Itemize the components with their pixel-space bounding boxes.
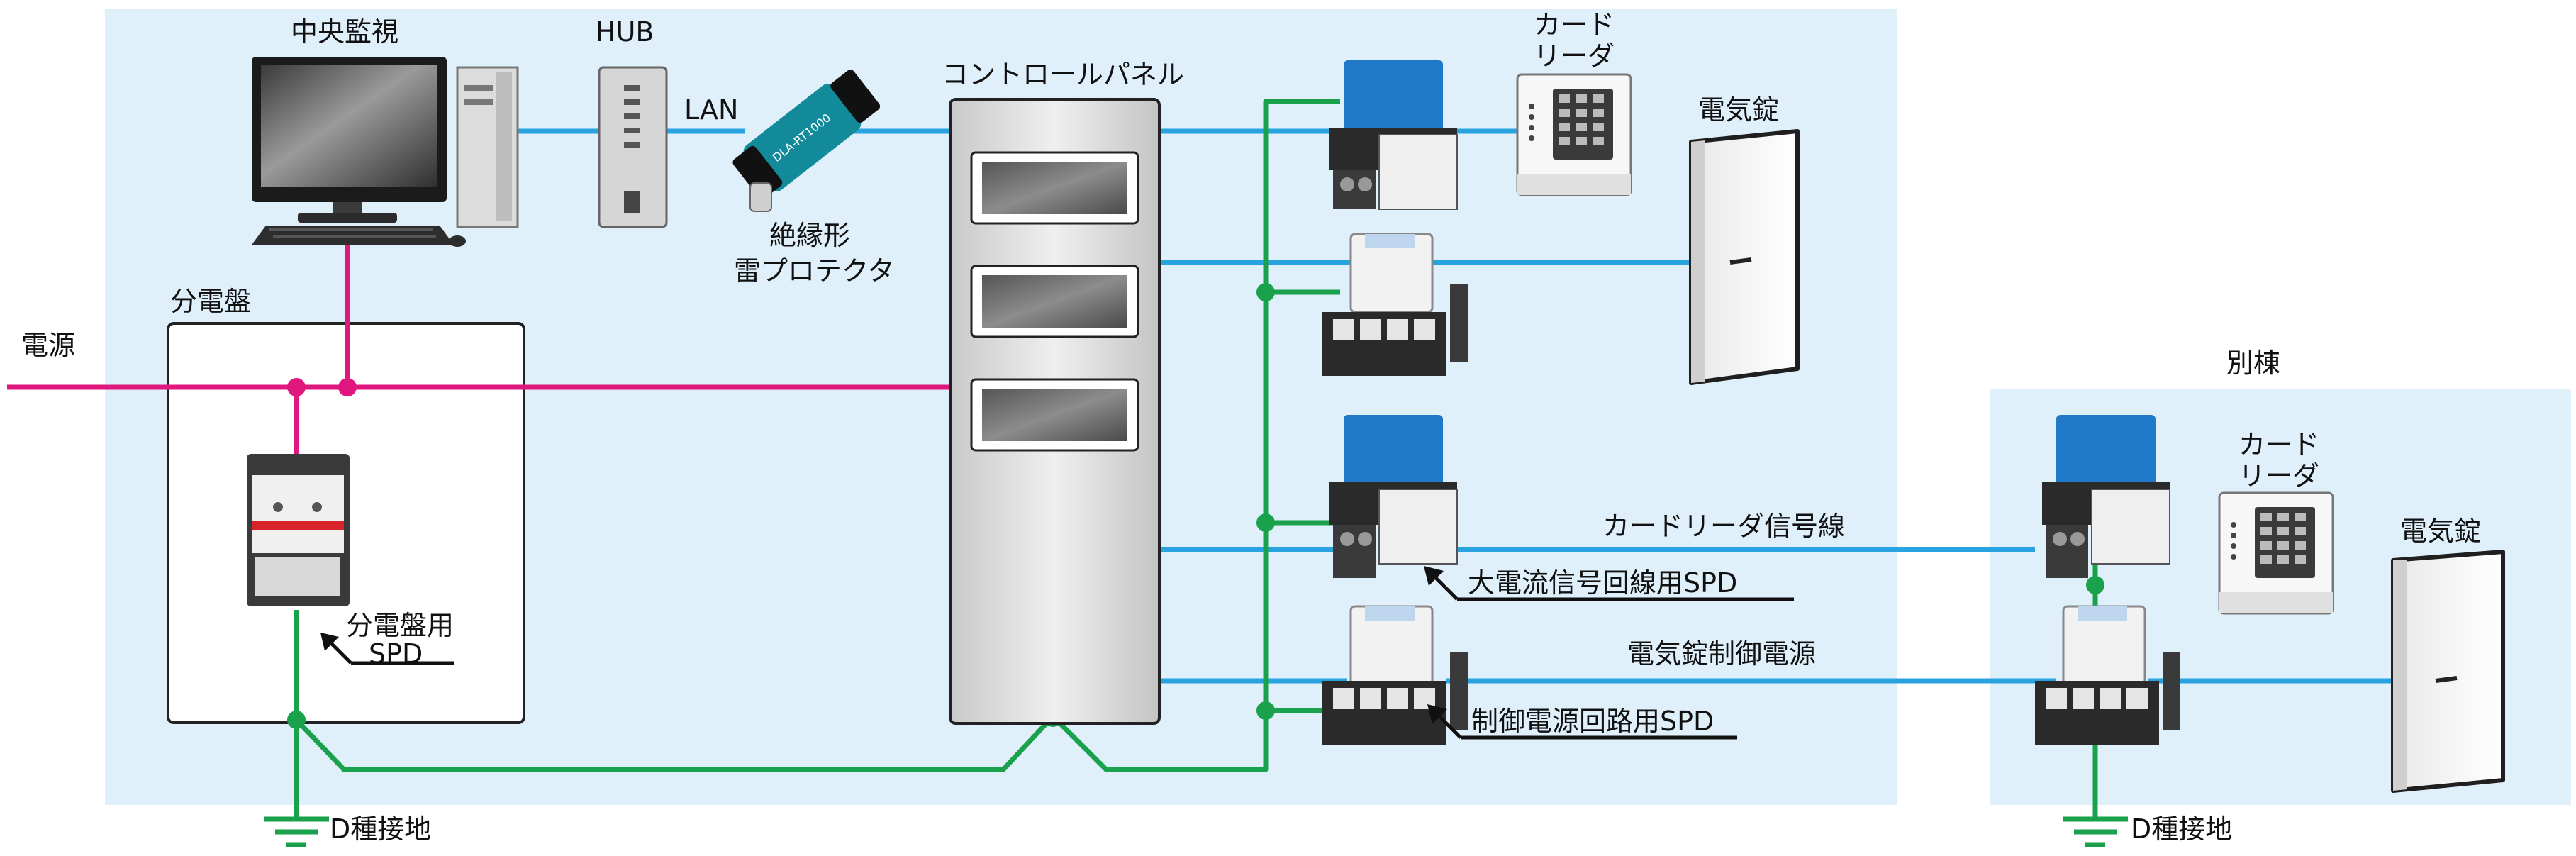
electric-lock-door-a <box>1689 129 1800 385</box>
control-panel <box>949 98 1161 725</box>
annex-label: 別棟 <box>2226 348 2280 379</box>
card-reader-b-label-line1: カード <box>2238 429 2319 460</box>
electric-lock-door-b <box>2391 550 2505 793</box>
ground-left-label: D種接地 <box>330 813 431 845</box>
protector-label-line1: 絶縁形 <box>769 220 850 251</box>
power-lines <box>7 227 950 454</box>
protector-label-line2: 雷プロテクタ <box>734 255 894 287</box>
card-reader-b <box>2218 491 2334 615</box>
ground-symbol-left <box>264 816 329 847</box>
central-monitoring-computer <box>252 57 519 247</box>
central-monitor-label: 中央監視 <box>291 16 398 48</box>
isolation-lightning-protector: DLA-RT1000 <box>732 70 881 199</box>
card-reader-b-label-line2: リーダ <box>2238 460 2319 491</box>
annex-lock-power-spd <box>2035 605 2180 745</box>
annex-card-reader-spd <box>2042 415 2170 578</box>
distribution-board-spd <box>247 454 350 606</box>
leader-control-power-spd <box>1427 704 1737 740</box>
leader-db-spd <box>320 633 454 665</box>
protector-cable <box>749 182 772 212</box>
control-power-spd-label: 制御電源回路用SPD <box>1471 706 1714 737</box>
electric-lock-a-label: 電気錠 <box>1698 94 1779 126</box>
power-junction-1 <box>287 378 306 396</box>
distribution-board-label: 分電盤 <box>170 286 251 317</box>
leader-large-current-spd <box>1424 566 1794 601</box>
power-source-label: 電源 <box>21 330 75 361</box>
signal-lines <box>516 128 2397 684</box>
card-reader-spd-2 <box>1329 415 1458 578</box>
lock-control-power-label: 電気錠制御電源 <box>1627 638 1816 669</box>
power-junction-2 <box>338 378 357 396</box>
electric-lock-b-label: 電気錠 <box>2400 516 2481 547</box>
ground-symbol-right <box>2063 816 2128 847</box>
card-reader-a <box>1516 73 1632 196</box>
lock-power-spd-1 <box>1322 233 1468 376</box>
db-spd-label-line2: SPD <box>369 638 423 669</box>
lan-label: LAN <box>684 94 738 126</box>
card-reader-spd-1 <box>1329 60 1458 210</box>
control-panel-label: コントロールパネル <box>942 59 1184 90</box>
ground-right-label: D種接地 <box>2131 813 2232 845</box>
card-reader-a-label-line2: リーダ <box>1534 40 1615 72</box>
card-reader-a-label-line1: カード <box>1534 9 1615 40</box>
hub-device <box>598 66 668 228</box>
hub-label: HUB <box>596 16 654 48</box>
card-reader-signal-line-label: カードリーダ信号線 <box>1602 511 1845 542</box>
large-current-spd-label: 大電流信号回線用SPD <box>1468 567 1737 599</box>
lock-power-spd-2 <box>1322 605 1468 745</box>
db-spd-label-line1: 分電盤用 <box>346 610 454 641</box>
